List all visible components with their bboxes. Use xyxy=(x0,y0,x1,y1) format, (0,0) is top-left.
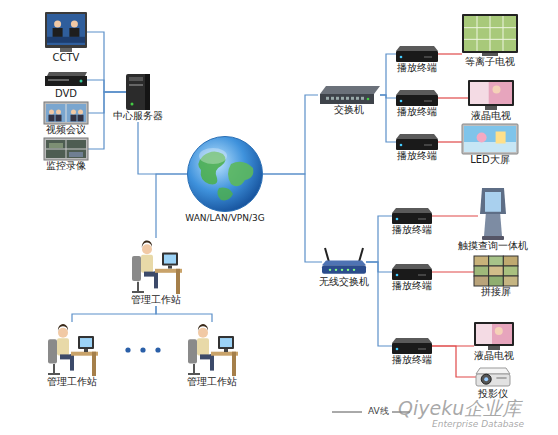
av-cable xyxy=(438,53,462,54)
device-label: 液晶电视 xyxy=(471,110,511,122)
device-icon xyxy=(186,322,238,376)
network-cable xyxy=(263,174,322,262)
av-cable xyxy=(438,141,462,142)
device-icon xyxy=(476,366,510,388)
device-label: 拼接屏 xyxy=(481,286,511,298)
device-label: 播放终端 xyxy=(397,150,437,162)
device-label: 交换机 xyxy=(334,104,364,116)
device-icon xyxy=(396,46,438,62)
device-label: 播放终端 xyxy=(397,62,437,74)
network-cable xyxy=(138,122,187,174)
device-label: DVD xyxy=(55,88,77,100)
ellipsis-dot xyxy=(125,347,130,352)
video-wall: 拼接屏 xyxy=(474,256,518,298)
device-label: 液晶电视 xyxy=(474,350,514,362)
device-icon xyxy=(478,188,508,240)
device-icon xyxy=(187,136,263,212)
device-label: LED大屏 xyxy=(470,154,510,166)
device-label: 视频会议 xyxy=(46,124,86,136)
surveillance-source: 监控录像 xyxy=(44,138,88,172)
device-icon xyxy=(468,80,514,110)
dvd-source: DVD xyxy=(45,72,87,100)
device-label: 触摸查询一体机 xyxy=(458,240,528,252)
device-icon xyxy=(45,12,87,52)
projector: 投影仪 xyxy=(476,366,510,400)
player-terminal: 播放终端 xyxy=(396,46,438,74)
device-icon xyxy=(392,264,432,280)
touch-kiosk: 触摸查询一体机 xyxy=(478,188,508,252)
device-label: 播放终端 xyxy=(392,280,432,292)
network-cable xyxy=(156,306,212,322)
lcd-tv: 液晶电视 xyxy=(468,80,514,122)
network-cable xyxy=(88,92,126,113)
device-label: CCTV xyxy=(53,52,80,64)
network-cable xyxy=(366,262,392,272)
network-cable xyxy=(380,95,396,142)
led-screen: LED大屏 xyxy=(462,124,518,166)
device-label: 中心服务器 xyxy=(113,110,163,122)
device-icon xyxy=(126,74,150,110)
legend-entry: AV线 xyxy=(330,405,389,418)
player-terminal: 播放终端 xyxy=(396,90,438,118)
device-label: 等离子电视 xyxy=(465,56,515,68)
device-label: WAN/LAN/VPN/3G xyxy=(185,212,265,224)
network-cable xyxy=(72,306,156,322)
wireless-switch: 无线交换机 xyxy=(322,248,366,288)
device-icon xyxy=(318,86,380,104)
device-icon xyxy=(130,238,182,294)
av-cable xyxy=(432,215,478,216)
device-label: 管理工作站 xyxy=(187,376,237,388)
device-icon xyxy=(396,134,438,150)
device-icon xyxy=(44,138,88,160)
device-label: 管理工作站 xyxy=(47,376,97,388)
player-terminal: 播放终端 xyxy=(392,208,432,236)
network-cable xyxy=(380,54,396,95)
device-label: 播放终端 xyxy=(397,106,437,118)
device-icon xyxy=(322,248,366,276)
network-cable xyxy=(156,174,187,238)
device-icon xyxy=(46,322,98,376)
player-terminal: 播放终端 xyxy=(392,338,432,366)
watermark: Qiyeku企业库 xyxy=(398,396,521,422)
tv-source: CCTV xyxy=(45,12,87,64)
device-label: 无线交换机 xyxy=(319,276,369,288)
management-station: 管理工作站 xyxy=(46,322,98,388)
device-icon xyxy=(462,124,518,154)
video-conference-source: 视频会议 xyxy=(44,102,88,136)
player-terminal: 播放终端 xyxy=(392,264,432,292)
lcd-tv: 液晶电视 xyxy=(474,322,514,362)
device-icon xyxy=(474,256,518,286)
network-switch: 交换机 xyxy=(318,86,380,116)
device-icon xyxy=(462,14,518,56)
device-icon xyxy=(392,208,432,224)
network-cable xyxy=(87,80,126,92)
network-cable xyxy=(263,95,318,174)
av-cable xyxy=(432,346,476,377)
management-station: 管理工作站 xyxy=(186,322,238,388)
player-terminal: 播放终端 xyxy=(396,134,438,162)
network-globe: WAN/LAN/VPN/3G xyxy=(187,136,263,224)
device-icon xyxy=(44,102,88,124)
management-station: 管理工作站 xyxy=(130,238,182,306)
ellipsis-dot xyxy=(140,347,145,352)
av-cable xyxy=(432,271,474,272)
network-cable xyxy=(87,32,126,92)
plasma-tv: 等离子电视 xyxy=(462,14,518,68)
device-label: 播放终端 xyxy=(392,354,432,366)
device-label: 播放终端 xyxy=(392,224,432,236)
legend-line-sample xyxy=(330,406,364,418)
device-icon xyxy=(392,338,432,354)
central-server: 中心服务器 xyxy=(126,74,150,122)
watermark: Enterprise Database xyxy=(432,419,524,429)
device-icon xyxy=(45,72,87,88)
network-cable xyxy=(366,216,392,262)
ellipsis-dot xyxy=(155,347,160,352)
device-label: 监控录像 xyxy=(46,160,86,172)
network-cable xyxy=(366,262,392,346)
device-icon xyxy=(474,322,514,350)
device-icon xyxy=(396,90,438,106)
legend-text: AV线 xyxy=(368,405,389,418)
av-cable xyxy=(438,97,468,98)
device-label: 管理工作站 xyxy=(131,294,181,306)
